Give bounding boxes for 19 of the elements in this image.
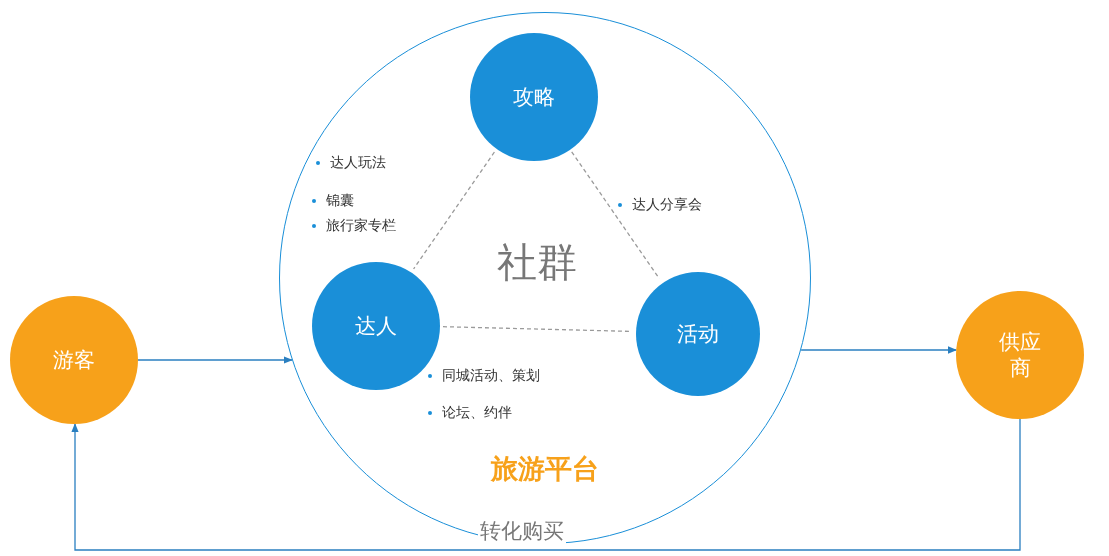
list-item: 达人分享会 <box>632 196 702 214</box>
list-item: 同城活动、策划 <box>442 367 540 385</box>
list-item: 达人玩法 <box>330 154 386 172</box>
node-label: 活动 <box>677 320 719 348</box>
list-item: 旅行家专栏 <box>326 217 396 235</box>
platform-title: 旅游平台 <box>491 452 599 486</box>
node-label: 攻略 <box>513 83 555 111</box>
arrow <box>800 346 958 354</box>
node-label: 达人 <box>355 312 397 340</box>
arrow <box>71 418 1021 551</box>
node-label: 游客 <box>53 346 95 374</box>
dashed-line <box>412 151 496 270</box>
list-item: 锦囊 <box>326 192 354 210</box>
node-label: 供应商 <box>998 328 1042 382</box>
dashed-line <box>571 151 661 280</box>
center-label: 社群 <box>497 237 577 287</box>
list-item: 论坛、约伴 <box>442 404 512 422</box>
dashed-line <box>442 326 632 333</box>
arrow <box>137 356 293 364</box>
